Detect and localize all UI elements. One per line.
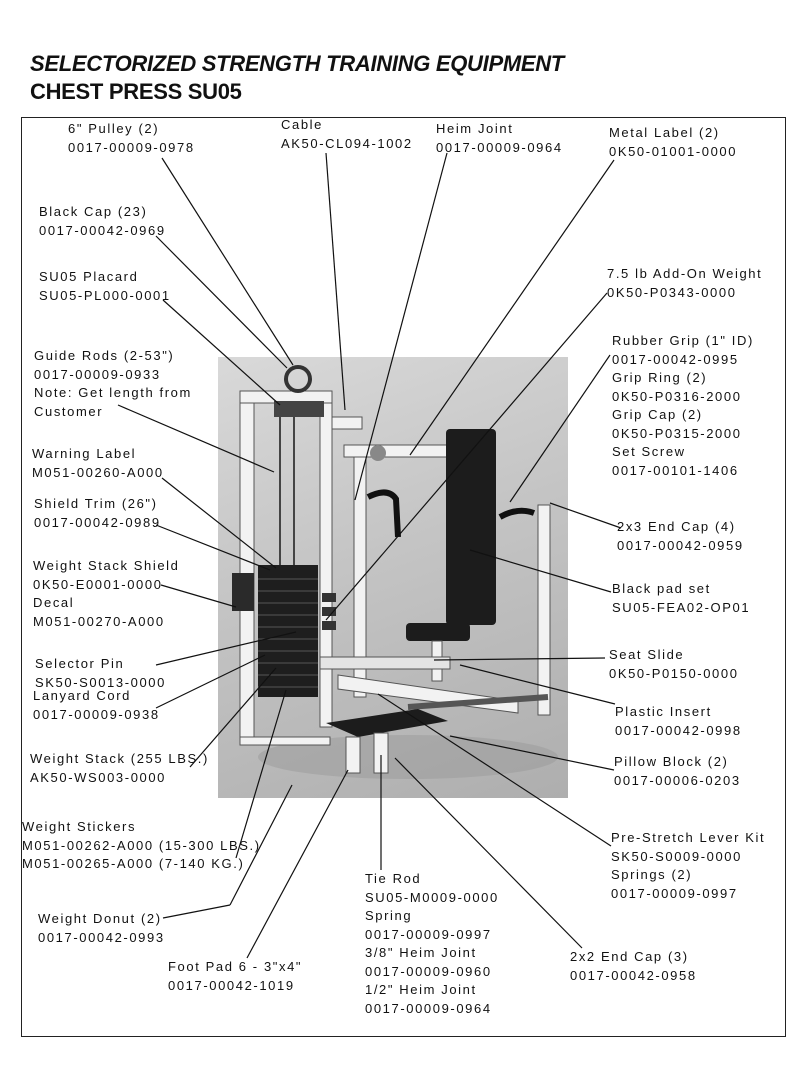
- machine-illustration: [232, 365, 558, 779]
- document-subtitle: CHEST PRESS SU05: [30, 79, 242, 104]
- callout-foot-pad: Foot Pad 6 - 3"x4"0017-00042-1019: [168, 959, 303, 993]
- chest-press-machine-photo: [218, 357, 568, 798]
- callout-black-cap: Black Cap (23)0017-00042-0969: [39, 204, 166, 238]
- callout-pillow-block: Pillow Block (2)0017-00006-0203: [614, 754, 741, 788]
- callout-weight-donut: Weight Donut (2)0017-00042-0993: [38, 911, 165, 945]
- document-title: SELECTORIZED STRENGTH TRAINING EQUIPMENT: [30, 51, 564, 76]
- callout-weight-stack: Weight Stack (255 LBS.)AK50-WS003-0000: [30, 751, 209, 785]
- callout-2x3-end-cap: 2x3 End Cap (4)0017-00042-0959: [617, 519, 744, 553]
- callout-2x2-end-cap: 2x2 End Cap (3)0017-00042-0958: [570, 949, 697, 983]
- callout-6in-pulley: 6" Pulley (2)0017-00009-0978: [68, 121, 195, 155]
- callout-metal-label: Metal Label (2)0K50-01001-0000: [609, 125, 738, 159]
- callout-shield-trim: Shield Trim (26")0017-00042-0989: [34, 496, 161, 530]
- diagram-frame: [21, 117, 786, 1037]
